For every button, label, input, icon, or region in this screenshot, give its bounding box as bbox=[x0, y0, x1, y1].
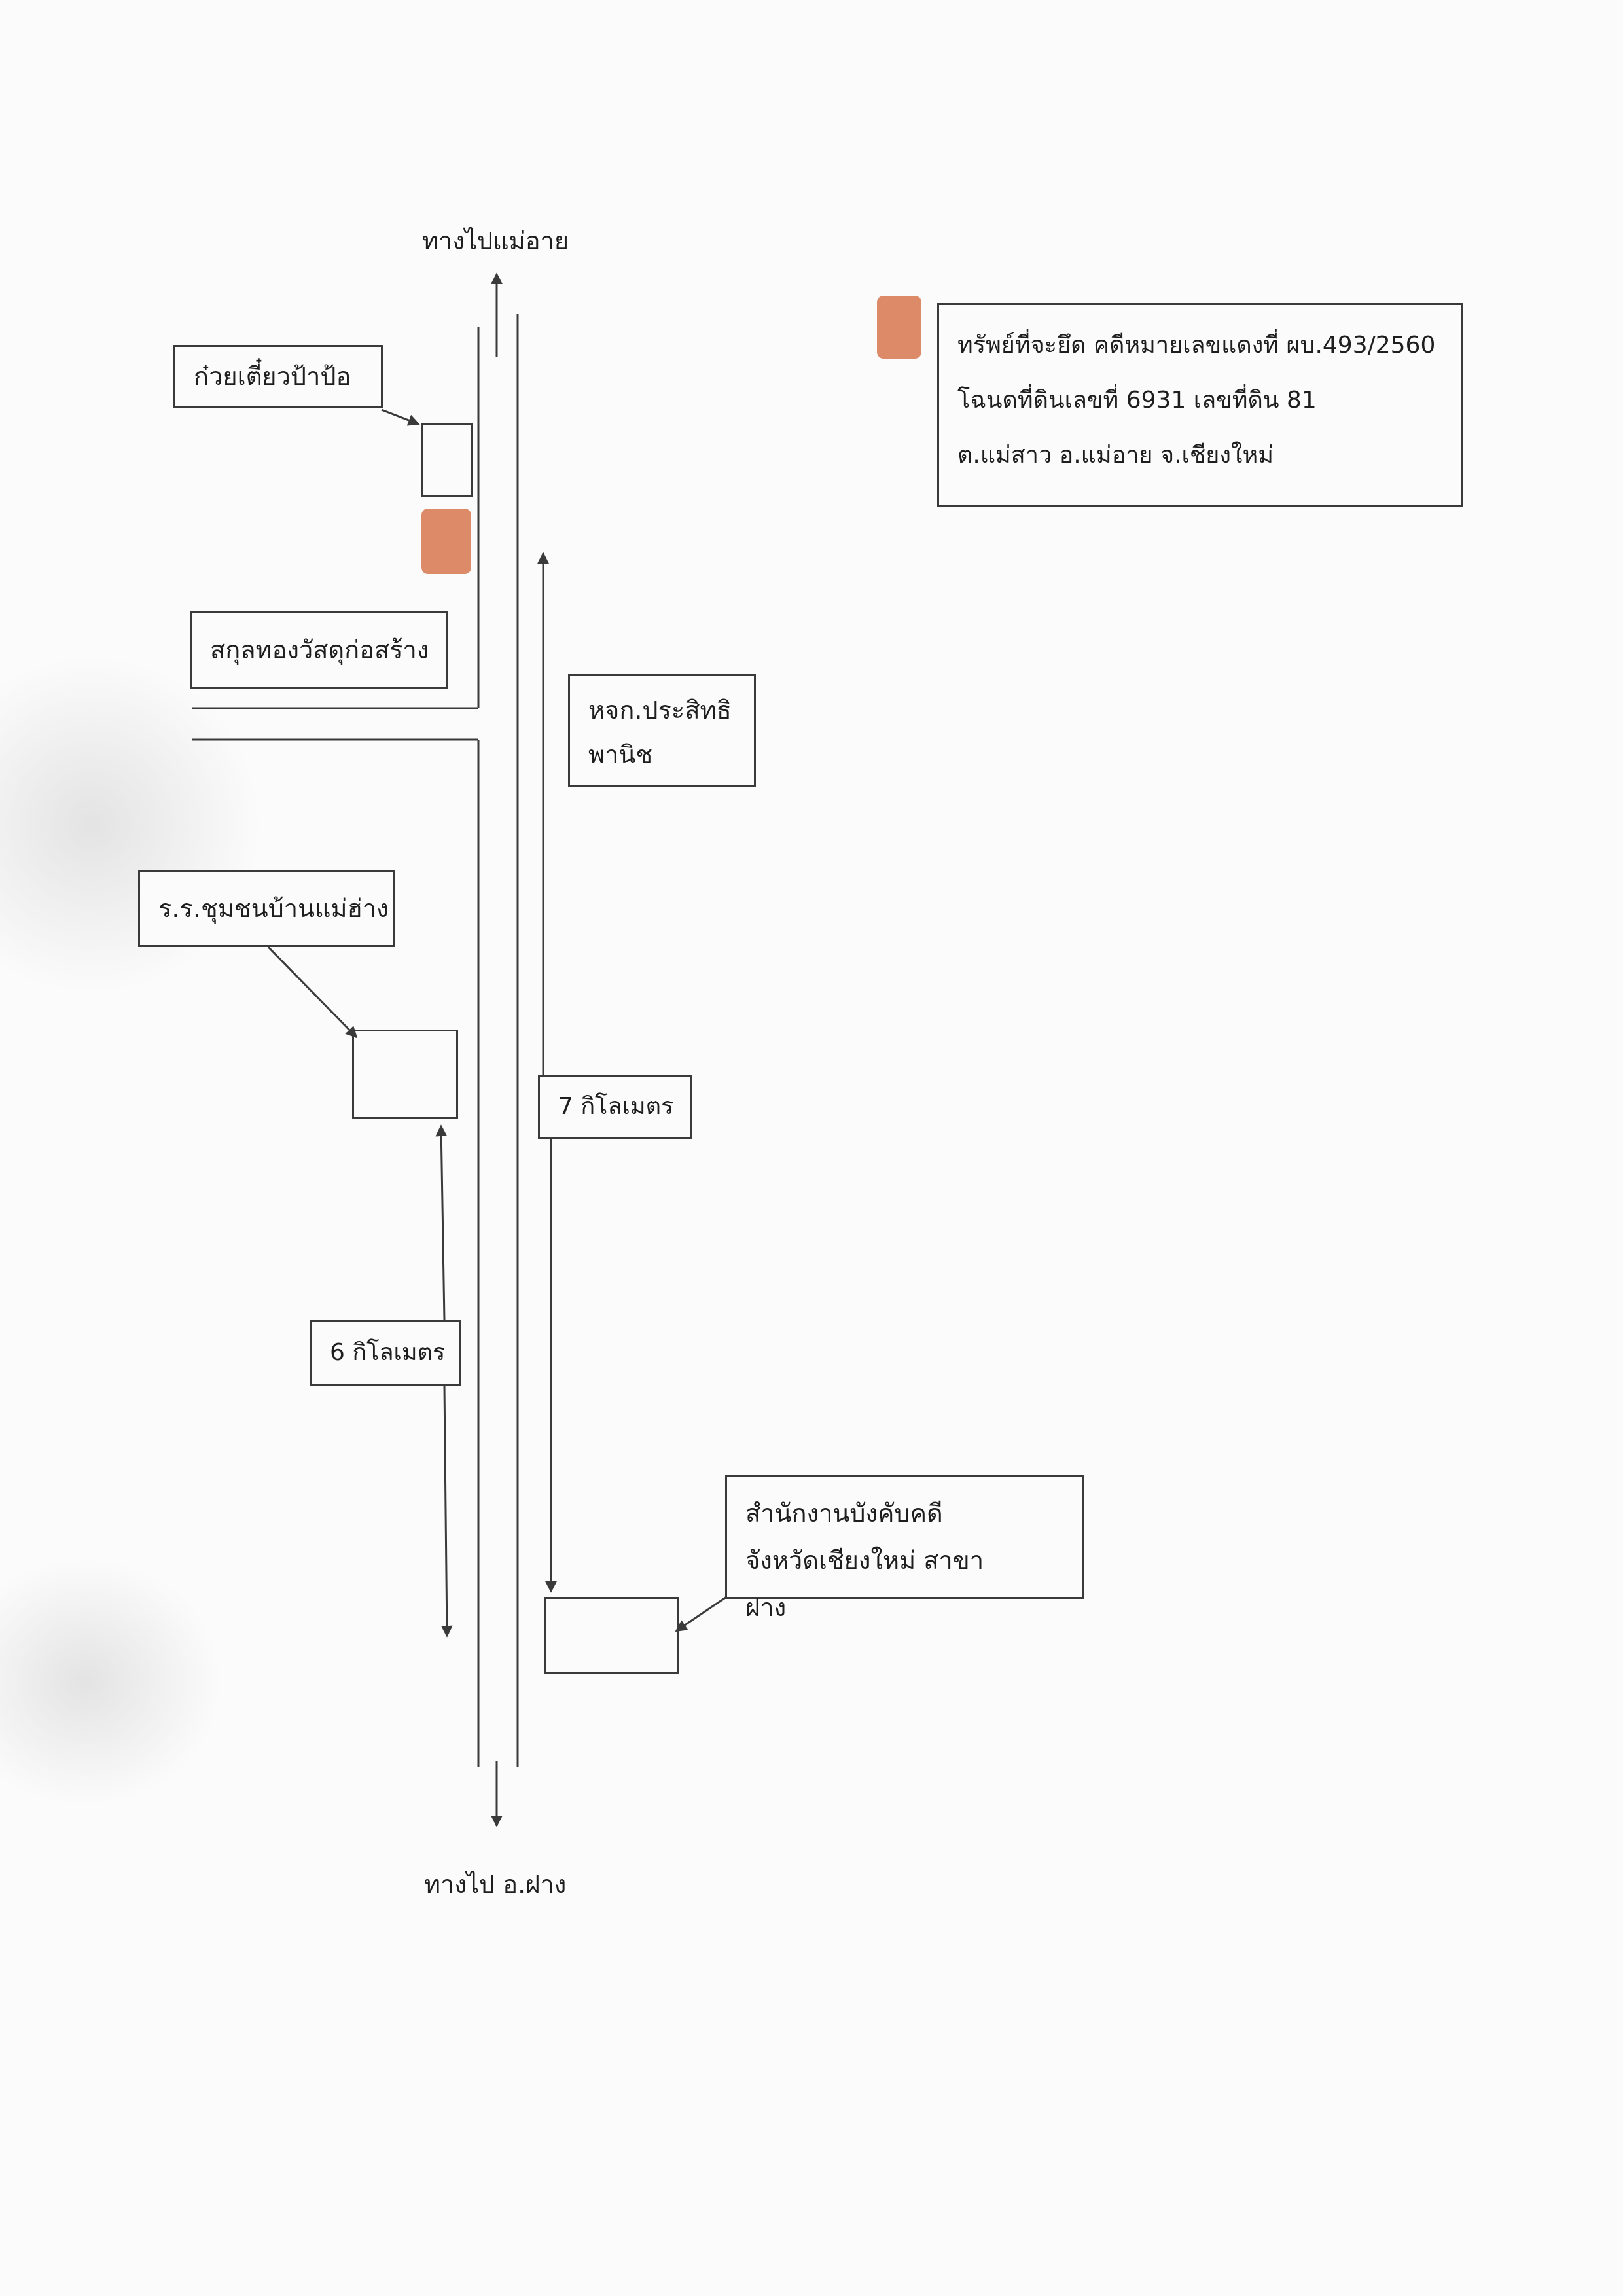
office-label: สำนักงานบังคับคดีจังหวัดเชียงใหม่ สาขาฝา… bbox=[725, 1475, 1084, 1622]
scan-smudge bbox=[0, 1558, 223, 1806]
legend-line-3: ต.แม่สาว อ.แม่อาย จ.เชียงใหม่ bbox=[957, 442, 1274, 469]
distance-6km-arrow-bottom bbox=[440, 1385, 453, 1638]
office-building bbox=[544, 1597, 679, 1674]
legend-box: ทรัพย์ที่จะยึด คดีหมายเลขแดงที่ ผบ.493/2… bbox=[937, 303, 1463, 507]
office-leader bbox=[675, 1596, 727, 1632]
school-building bbox=[352, 1030, 458, 1119]
distance-6km-arrow-top bbox=[435, 1124, 448, 1321]
office-label-text: สำนักงานบังคับคดีจังหวัดเชียงใหม่ สาขาฝา… bbox=[745, 1499, 984, 1622]
legend-line-2: โฉนดที่ดินเลขที่ 6931 เลขที่ดิน 81 bbox=[957, 387, 1317, 414]
noodle-shop-leader bbox=[381, 408, 420, 426]
distance-6km-label: 6 กิโลเมตร bbox=[310, 1320, 461, 1386]
south-direction-label: ทางไป อ.ฝาง bbox=[424, 1870, 567, 1899]
school-label: ร.ร.ชุมชนบ้านแม่ฮ่าง bbox=[138, 870, 395, 947]
school-leader bbox=[267, 946, 358, 1039]
noodle-shop-building bbox=[421, 423, 473, 497]
legend-line-1: ทรัพย์ที่จะยึด คดีหมายเลขแดงที่ ผบ.493/2… bbox=[957, 332, 1436, 359]
construction-store-label: สกุลทองวัสดุก่อสร้าง bbox=[190, 611, 448, 689]
company-label-text: หจก.ประสิทธิพานิช bbox=[588, 696, 732, 769]
legend-property-swatch bbox=[877, 296, 921, 359]
noodle-shop-label: ก๋วยเตี๋ยวป้าป้อ bbox=[173, 345, 383, 408]
distance-7km-label: 7 กิโลเมตร bbox=[538, 1075, 692, 1139]
property-marker bbox=[421, 509, 471, 574]
company-label: หจก.ประสิทธิพานิช bbox=[568, 674, 756, 787]
north-direction-label: ทางไปแม่อาย bbox=[422, 226, 569, 255]
